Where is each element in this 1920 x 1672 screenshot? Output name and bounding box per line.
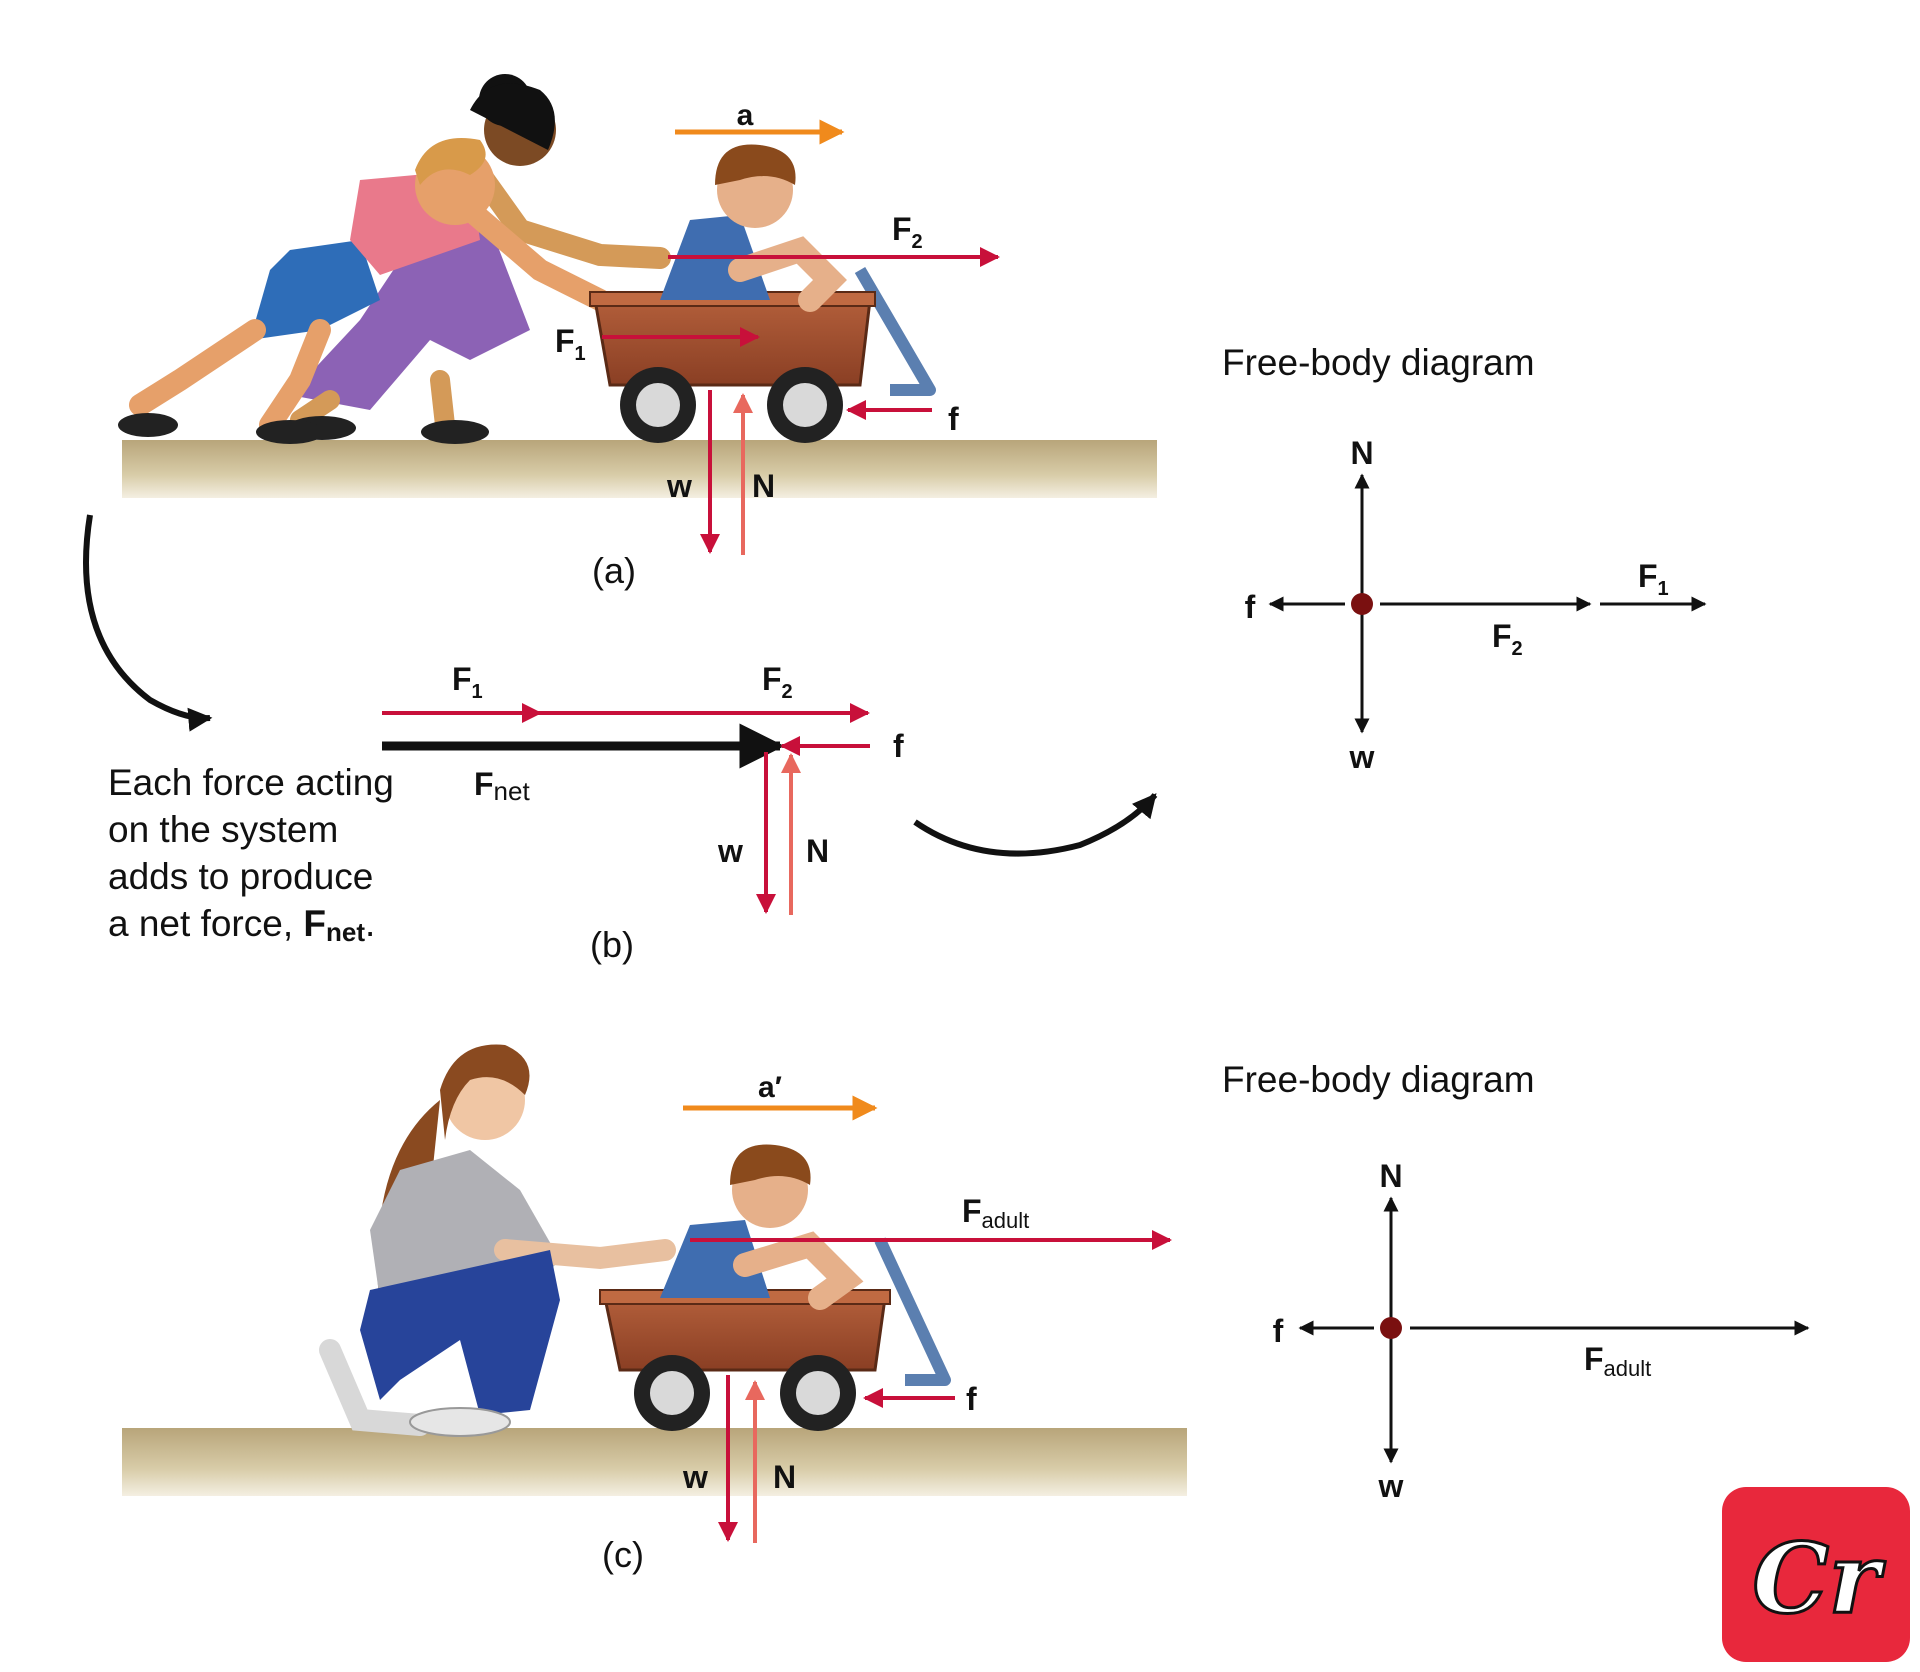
- label-w-c: w: [682, 1459, 708, 1495]
- note-line-1: Each force acting: [108, 762, 394, 803]
- panel-b: F1 F2 Fnet f w N (b) Each force acting o…: [108, 661, 904, 965]
- note-line-4: a net force, Fnet.: [108, 903, 375, 947]
- label-N-c: N: [773, 1459, 796, 1495]
- label-F2-a: F2: [892, 211, 923, 253]
- boy-in-wagon-c-figure: [660, 1144, 864, 1310]
- logo-text: Cr: [1753, 1522, 1886, 1635]
- label-f-c: f: [966, 1381, 977, 1417]
- fbd-top-label-F2: F2: [1492, 618, 1523, 660]
- label-w-b: w: [717, 833, 743, 869]
- label-F2-b: F2: [762, 661, 793, 703]
- fbd-top-title: Free-body diagram: [1222, 342, 1535, 383]
- ground-c: [122, 1428, 1187, 1496]
- caption-c: (c): [602, 1534, 644, 1575]
- label-w-a: w: [666, 468, 692, 504]
- label-a: a: [737, 99, 754, 132]
- fbd-top-label-f: f: [1245, 589, 1256, 625]
- boy-in-wagon-figure: [660, 144, 847, 312]
- fbd-bottom-label-Fadult: Fadult: [1584, 1341, 1651, 1381]
- panel-a: a F2 F1 f w N (a): [118, 74, 1157, 591]
- note-line-2: on the system: [108, 809, 338, 850]
- fbd-top-label-w: w: [1349, 739, 1375, 775]
- girl-pushing-figure: [288, 74, 671, 444]
- ground-a: [122, 440, 1157, 498]
- fbd-bottom-title: Free-body diagram: [1222, 1059, 1535, 1100]
- fbd-bottom-label-N: N: [1379, 1158, 1402, 1194]
- boy-pushing-figure: [118, 138, 611, 444]
- fbd-top-label-N: N: [1350, 435, 1373, 471]
- logo-background: [1722, 1487, 1910, 1662]
- label-F1-a: F1: [555, 323, 586, 365]
- label-N-a: N: [752, 468, 775, 504]
- label-Fadult-c: Fadult: [962, 1193, 1029, 1233]
- fbd-bottom-label-f: f: [1273, 1313, 1284, 1349]
- fbd-top-body-dot: [1351, 593, 1373, 615]
- fbd-bottom-body-dot: [1380, 1317, 1402, 1339]
- label-f-b: f: [893, 728, 904, 764]
- fbd-top: Free-body diagram N w f F2 F1: [1222, 342, 1707, 775]
- label-f-a: f: [948, 401, 959, 437]
- fbd-bottom: Free-body diagram N w f Fadult: [1222, 1059, 1810, 1504]
- curved-arrow-b-to-fbd: [913, 793, 1158, 857]
- panel-c: a′ Fadult f w N (c): [122, 1044, 1187, 1575]
- adult-woman-figure: [319, 1044, 676, 1437]
- label-Fnet-b: Fnet: [474, 766, 530, 806]
- fbd-bottom-label-w: w: [1378, 1468, 1404, 1504]
- label-a-c: a′: [758, 1071, 782, 1104]
- fbd-top-label-F1: F1: [1638, 558, 1669, 600]
- brand-logo-badge: Cr: [1722, 1487, 1910, 1662]
- label-N-b: N: [806, 833, 829, 869]
- curved-arrow-a-to-b: [83, 514, 213, 732]
- caption-b: (b): [590, 924, 634, 965]
- label-F1-b: F1: [452, 661, 483, 703]
- caption-a: (a): [592, 550, 636, 591]
- note-line-3: adds to produce: [108, 856, 373, 897]
- explanation-note: Each force acting on the system adds to …: [108, 762, 394, 947]
